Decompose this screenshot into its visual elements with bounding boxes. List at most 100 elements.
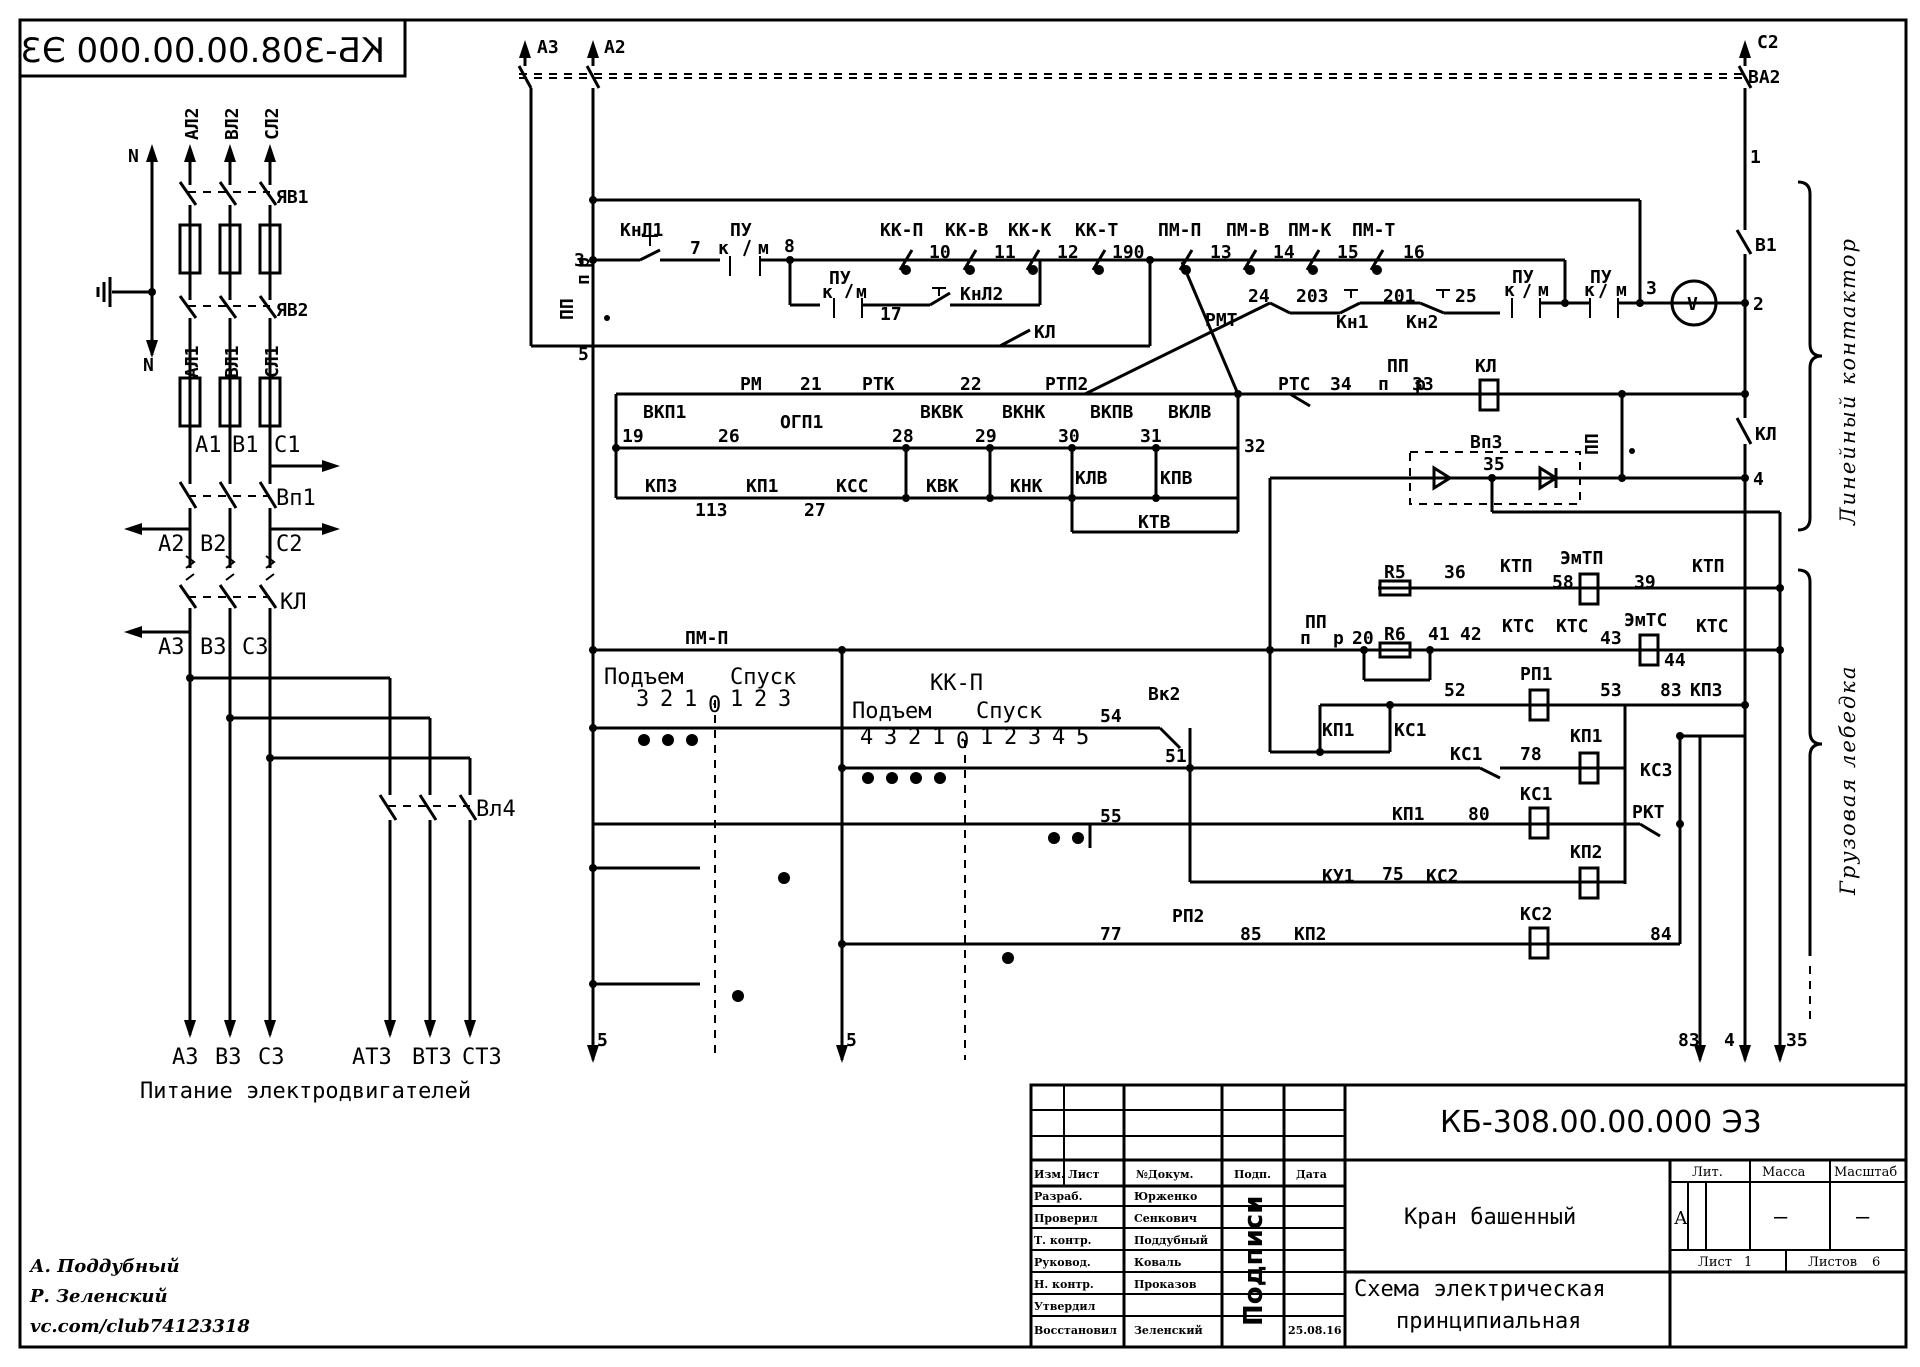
label-r-mid: р bbox=[1415, 374, 1426, 395]
label-k-1: к bbox=[718, 238, 729, 259]
sheets-label: Листов bbox=[1808, 1255, 1857, 1270]
sheets-value: 6 bbox=[1872, 1255, 1880, 1270]
role-1: Проверил bbox=[1034, 1212, 1098, 1225]
label-VKNK: ВКНК bbox=[1002, 402, 1046, 423]
label-29: 29 bbox=[975, 426, 997, 447]
label-KK-P-2: КК-П bbox=[930, 671, 983, 696]
label-KL-power: КЛ bbox=[280, 590, 307, 615]
label-80: 80 bbox=[1468, 804, 1490, 825]
bracket-line-contactor bbox=[1797, 180, 1823, 532]
name-2: Поддубный bbox=[1134, 1234, 1208, 1247]
label-PM-P-line: ПМ-П bbox=[685, 628, 728, 649]
head-list: Лист bbox=[1068, 1168, 1100, 1181]
label-PP-left: ПП bbox=[557, 298, 578, 320]
label-KL-coil: КЛ bbox=[1475, 356, 1497, 377]
sheet-frame bbox=[18, 18, 1908, 1349]
label-KnL2: КнЛ2 bbox=[960, 284, 1003, 305]
label-KTV: КТВ bbox=[1138, 512, 1171, 533]
label-KP1-b: КП1 bbox=[1322, 720, 1355, 741]
label-KK-V: КК-В bbox=[945, 220, 989, 241]
label-KS3: КС3 bbox=[1640, 760, 1673, 781]
label-KS2-coil: КС2 bbox=[1520, 904, 1553, 925]
label-PM-P: ПМ-П bbox=[1158, 220, 1201, 241]
fuse-6 bbox=[258, 376, 282, 428]
label-77: 77 bbox=[1100, 924, 1122, 945]
label-SL2: СЛ2 bbox=[262, 107, 283, 140]
label-44: 44 bbox=[1664, 650, 1686, 671]
mirrored-code-box bbox=[18, 18, 407, 78]
label-C1: С1 bbox=[274, 433, 301, 458]
label-RTP2: РТП2 bbox=[1045, 374, 1088, 395]
bracket-cargo-winch bbox=[1797, 568, 1823, 956]
label-YaV1: ЯВ1 bbox=[276, 187, 309, 208]
role-2: Т. контр. bbox=[1034, 1234, 1092, 1247]
label-3-left: 3 bbox=[574, 250, 585, 271]
fuse-5 bbox=[218, 376, 242, 428]
label-VKVK: ВКВК bbox=[920, 402, 964, 423]
label-p-r6: п bbox=[1300, 628, 1311, 649]
podpisi-label: Подписи bbox=[1239, 1196, 1269, 1326]
label-C3-out: С3 bbox=[258, 1045, 285, 1070]
mass-label: Масса bbox=[1762, 1165, 1806, 1180]
label-VL2: ВЛ2 bbox=[222, 107, 243, 140]
coil-EmTP bbox=[1578, 572, 1600, 606]
label-10: 10 bbox=[929, 242, 951, 263]
label-KS1-a: КС1 bbox=[1450, 744, 1483, 765]
role-6: Восстановил bbox=[1034, 1324, 1117, 1337]
label-KP2-coil: КП2 bbox=[1570, 842, 1603, 863]
role-3: Руковод. bbox=[1034, 1256, 1091, 1269]
label-m-3: м bbox=[1538, 280, 1549, 301]
coil-RP1 bbox=[1528, 688, 1550, 722]
label-KP2-b: КП2 bbox=[1294, 924, 1327, 945]
label-34: 34 bbox=[1330, 374, 1352, 395]
fuse-3 bbox=[258, 223, 282, 275]
label-podem-2: Подъем bbox=[852, 699, 931, 724]
label-58: 58 bbox=[1552, 572, 1574, 593]
label-KS1-b: КС1 bbox=[1394, 720, 1427, 741]
label-s2-1b: 2 bbox=[754, 687, 767, 712]
label-43: 43 bbox=[1600, 628, 1622, 649]
label-s2-2: 2 bbox=[908, 725, 921, 750]
label-C2: С2 bbox=[276, 532, 303, 557]
label-C2-top: С2 bbox=[1757, 32, 1779, 53]
label-m-2: м bbox=[856, 282, 867, 303]
label-22: 22 bbox=[960, 374, 982, 395]
date-value: 25.08.16 bbox=[1288, 1324, 1342, 1337]
label-PU-1: ПУ bbox=[730, 220, 752, 241]
role-0: Разраб. bbox=[1034, 1190, 1082, 1203]
label-75: 75 bbox=[1382, 864, 1404, 885]
role-4: Н. контр. bbox=[1034, 1278, 1094, 1291]
label-m-4: м bbox=[1616, 280, 1627, 301]
label-35-bottom: 35 bbox=[1786, 1030, 1808, 1051]
label-36: 36 bbox=[1444, 562, 1466, 583]
label-RKT: РКТ bbox=[1632, 802, 1665, 823]
label-p-mid: п bbox=[1378, 374, 1389, 395]
label-25: 25 bbox=[1455, 286, 1477, 307]
name-4: Проказов bbox=[1134, 1278, 1197, 1291]
label-2: 2 bbox=[1753, 294, 1764, 315]
label-3-right: 3 bbox=[1646, 278, 1657, 299]
label-A1: А1 bbox=[195, 433, 222, 458]
label-KP3: КП3 bbox=[645, 476, 678, 497]
label-201: 201 bbox=[1383, 286, 1416, 307]
label-R6: R6 bbox=[1384, 624, 1406, 645]
label-PU-4: ПУ bbox=[1590, 267, 1612, 288]
label-N-bottom: N bbox=[143, 355, 154, 376]
label-N-top: N bbox=[128, 146, 139, 167]
label-r-r6: р bbox=[1333, 628, 1344, 649]
label-KK-P: КК-П bbox=[880, 220, 923, 241]
label-KP1-coil: КП1 bbox=[1570, 726, 1603, 747]
label-PM-V: ПМ-В bbox=[1226, 220, 1270, 241]
label-AL2: АЛ2 bbox=[182, 107, 203, 140]
label-113: 113 bbox=[695, 500, 728, 521]
label-190: 190 bbox=[1112, 242, 1145, 263]
label-31: 31 bbox=[1140, 426, 1162, 447]
label-YaV2: ЯВ2 bbox=[276, 300, 309, 321]
label-KL-right: КЛ bbox=[1755, 424, 1777, 445]
label-V: V bbox=[1687, 294, 1698, 315]
label-4-bottom: 4 bbox=[1724, 1030, 1735, 1051]
label-s4-2: 4 bbox=[860, 725, 873, 750]
label-A3: А3 bbox=[158, 635, 185, 660]
mirrored-doc-code: КБ-308.00.00.000 Э3 bbox=[20, 31, 385, 71]
